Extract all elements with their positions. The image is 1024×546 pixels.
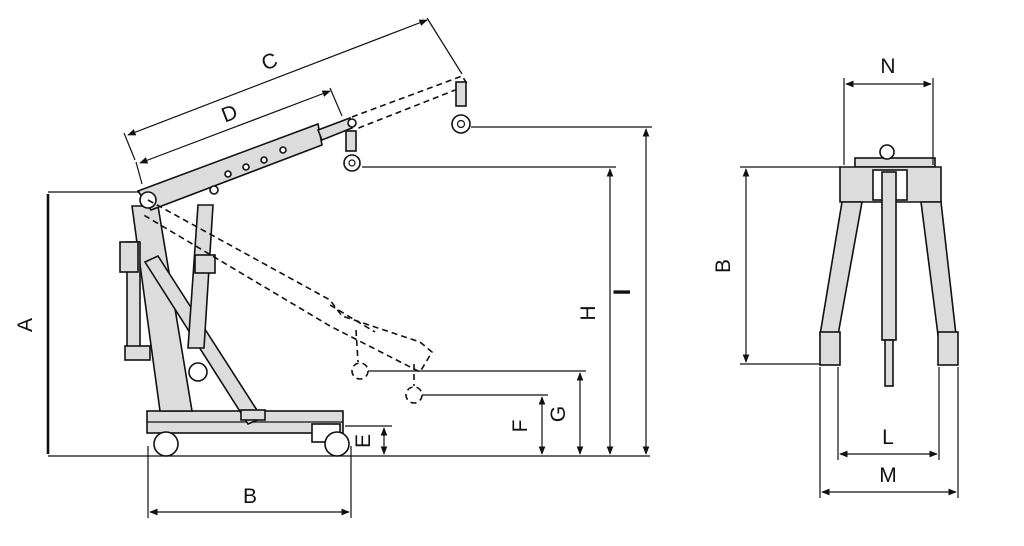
front-foot-left (819, 331, 841, 366)
lowered-hook (351, 362, 369, 380)
dim-M-label: M (879, 464, 897, 487)
hook (343, 154, 361, 172)
ram-foot (240, 409, 266, 421)
mast-foot (124, 345, 151, 361)
dim-E-label: E (352, 434, 375, 448)
dim-B-label: B (243, 485, 257, 508)
boom-hole (224, 170, 232, 178)
extended-hook-eye (456, 119, 466, 129)
dim-A-label: A (14, 318, 37, 332)
dim-H-label: H (577, 305, 600, 320)
dim-D-ext-left (135, 161, 143, 185)
dim-C-ext-left (123, 132, 136, 161)
front-center-column (881, 171, 897, 341)
side-view: A B C D E F G H I (14, 17, 652, 518)
front-wheel (324, 431, 350, 457)
dim-C-label: C (258, 48, 280, 75)
dim-F-label: F (509, 420, 532, 433)
lift-cylinder (187, 204, 214, 349)
extended-lowered-hook (405, 386, 423, 404)
lowered-hook-chain (355, 329, 359, 363)
front-view: N B L M (712, 55, 959, 498)
hook-eye (348, 159, 356, 167)
dim-N-label: N (880, 55, 895, 78)
dim-C-ext-right (426, 17, 463, 75)
dim-B-front-label: B (712, 259, 735, 273)
mast-roller (188, 362, 208, 382)
boom-extended-dashed (351, 75, 470, 130)
front-foot-right (937, 331, 959, 366)
boom-hole (242, 163, 250, 171)
front-leg-left (819, 201, 863, 336)
dim-I-label: I (609, 289, 636, 296)
extended-hook (451, 114, 471, 134)
dim-C-line (127, 19, 428, 136)
mast-bracket (119, 241, 139, 273)
boom (136, 122, 323, 211)
dim-G-label: G (547, 406, 570, 422)
boom-lowered-joint (329, 304, 376, 333)
boom-lowered-dashed (141, 199, 434, 374)
boom-hole (209, 185, 219, 195)
boom-tip-pin (347, 118, 357, 128)
front-top-knob (879, 144, 895, 160)
hook-chain (345, 130, 357, 152)
front-top-plate (854, 157, 936, 168)
front-center-rod (884, 339, 894, 387)
dim-D-ext-right (329, 87, 343, 117)
dim-L-label: L (882, 426, 894, 449)
cylinder-collar (194, 254, 216, 274)
dim-D-line (139, 90, 331, 164)
extended-hook-chain (455, 81, 467, 107)
rear-wheel (153, 431, 179, 457)
boom-hole (279, 146, 287, 154)
dim-D-label: D (218, 100, 240, 127)
boom-hole (260, 156, 268, 164)
front-leg-right (920, 201, 957, 336)
